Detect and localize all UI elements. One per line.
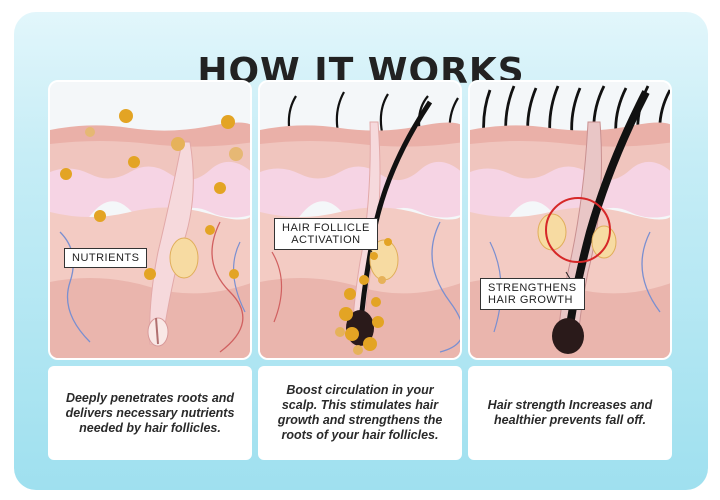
description-card-nutrients: Deeply penetrates roots and delivers nec… — [48, 366, 252, 460]
panel-nutrients-illustration: NUTRIENTS — [48, 80, 252, 360]
description-card-activation: Boost circulation in your scalp. This st… — [258, 366, 462, 460]
skin-cross-section-nutrients — [50, 82, 250, 358]
activation-label: HAIR FOLLICLE ACTIVATION — [274, 218, 378, 250]
description-card-strength: Hair strength Increases and healthier pr… — [468, 366, 672, 460]
description-nutrients: Deeply penetrates roots and delivers nec… — [65, 390, 235, 435]
skin-cross-section-strength — [470, 82, 670, 358]
activation-label-line-1: HAIR FOLLICLE — [282, 222, 370, 234]
nutrients-label: NUTRIENTS — [64, 248, 148, 268]
description-activation: Boost circulation in your scalp. This st… — [277, 383, 443, 442]
panel-activation-illustration: HAIR FOLLICLE ACTIVATION — [258, 80, 462, 360]
panel-strength-illustration: STRENGTHENS HAIR GROWTH — [468, 80, 672, 360]
strength-label: STRENGTHENS HAIR GROWTH — [480, 278, 585, 310]
strength-label-line-2: HAIR GROWTH — [488, 294, 573, 306]
activation-label-line-2: ACTIVATION — [291, 234, 361, 246]
description-strength: Hair strength Increases and healthier pr… — [487, 398, 653, 427]
strength-label-line-1: STRENGTHENS — [488, 282, 577, 294]
